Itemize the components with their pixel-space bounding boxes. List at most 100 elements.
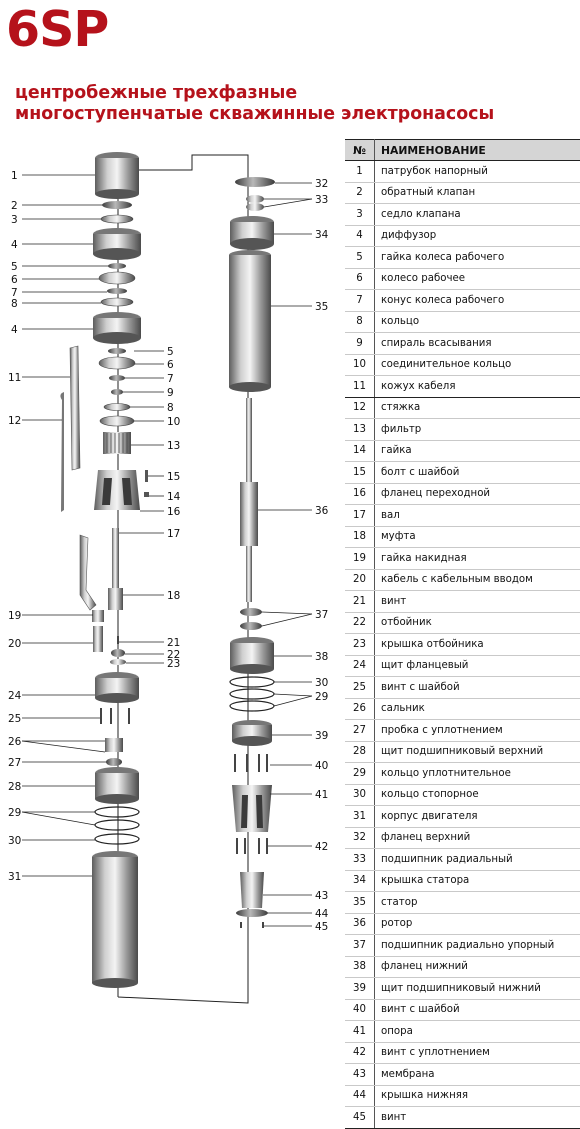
part-name: фланец переходной — [375, 483, 580, 505]
part-name: фланец нижний — [375, 956, 580, 978]
part-name: статор — [375, 892, 580, 914]
part-name: ротор — [375, 913, 580, 935]
callout-right: 38 — [315, 651, 328, 663]
callout-left: 21 — [167, 637, 180, 649]
callout-right: 30 — [315, 677, 328, 689]
part-number: 28 — [345, 741, 375, 763]
callout-left: 18 — [167, 590, 180, 602]
part-name: пробка с уплотнением — [375, 720, 580, 742]
callout-numbers-right: 32 33 34 35 36 37 38 30 29 39 40 41 42 4… — [315, 178, 329, 933]
callout-left: 13 — [167, 440, 180, 452]
part-number: 8 — [345, 311, 375, 333]
part-number: 17 — [345, 505, 375, 527]
header-name: НАИМЕНОВАНИЕ — [375, 140, 580, 161]
callout-left: 31 — [8, 871, 21, 883]
part-name: гайка колеса рабочего — [375, 247, 580, 269]
part-name: подшипник радиально упорный — [375, 935, 580, 957]
callout-left: 17 — [167, 528, 180, 540]
callout-left: 20 — [8, 638, 21, 650]
right-parts — [229, 177, 275, 928]
part-name: сальник — [375, 698, 580, 720]
part-number: 29 — [345, 763, 375, 785]
part-name: седло клапана — [375, 204, 580, 226]
part-number: 45 — [345, 1107, 375, 1129]
callout-left: 7 — [167, 373, 174, 385]
part-name: подшипник радиальный — [375, 849, 580, 871]
part-number: 39 — [345, 978, 375, 1000]
part-name: конус колеса рабочего — [375, 290, 580, 312]
callout-right: 35 — [315, 301, 328, 313]
part-number: 4 — [345, 225, 375, 247]
part-name: винт — [375, 1107, 580, 1129]
part-number: 1 — [345, 161, 375, 183]
part-number: 26 — [345, 698, 375, 720]
part-number: 7 — [345, 290, 375, 312]
part-number: 27 — [345, 720, 375, 742]
callout-right: 43 — [315, 890, 328, 902]
part-name: крышка статора — [375, 870, 580, 892]
part-number: 40 — [345, 999, 375, 1021]
part-name: кожух кабеля — [375, 376, 580, 398]
callout-right: 45 — [315, 921, 328, 933]
part-number: 19 — [345, 548, 375, 570]
part-name: кольцо уплотнительное — [375, 763, 580, 785]
part-name: гайка накидная — [375, 548, 580, 570]
callout-left: 5 — [11, 261, 18, 273]
part-name: болт с шайбой — [375, 462, 580, 484]
part-name: опора — [375, 1021, 580, 1043]
part-name: корпус двигателя — [375, 806, 580, 828]
callout-right: 40 — [315, 760, 328, 772]
part-name: крышка нижняя — [375, 1085, 580, 1107]
part-number: 16 — [345, 483, 375, 505]
callout-left: 1 — [11, 170, 18, 182]
part-name: вал — [375, 505, 580, 527]
part-number: 2 — [345, 182, 375, 204]
callout-right: 34 — [315, 229, 329, 241]
part-number: 10 — [345, 354, 375, 376]
header-number: № — [345, 140, 375, 161]
part-name: обратный клапан — [375, 182, 580, 204]
callout-left: 14 — [167, 491, 181, 503]
parts-table-header: № НАИМЕНОВАНИЕ — [345, 140, 580, 161]
part-number: 34 — [345, 870, 375, 892]
callout-left: 8 — [167, 402, 174, 414]
part-number: 37 — [345, 935, 375, 957]
exploded-view-diagram: 1 2 3 4 5 6 7 8 4 11 5 6 7 9 8 10 12 13 … — [0, 130, 340, 1062]
callout-left: 10 — [167, 416, 180, 428]
part-name: фланец верхний — [375, 827, 580, 849]
part-name: винт с шайбой — [375, 999, 580, 1021]
part-name: диффузор — [375, 225, 580, 247]
callout-left: 5 — [167, 346, 174, 358]
part-number: 3 — [345, 204, 375, 226]
part-number: 36 — [345, 913, 375, 935]
callout-left: 19 — [8, 610, 21, 622]
part-name: кольцо — [375, 311, 580, 333]
part-name: кабель с кабельным вводом — [375, 569, 580, 591]
